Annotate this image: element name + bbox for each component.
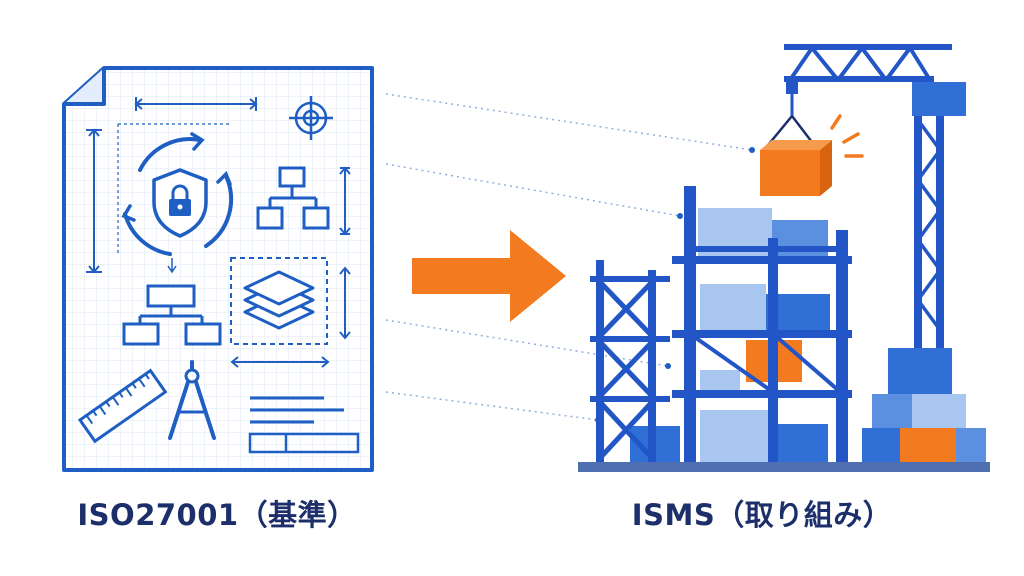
arrow-right-icon — [412, 230, 566, 322]
ruler-icon — [77, 368, 168, 444]
crane-icon — [763, 44, 966, 348]
target-crosshair-icon — [289, 96, 333, 140]
connector-lines — [385, 93, 753, 421]
box-icon — [760, 140, 832, 196]
iso27001-caption: ISO27001（基準） — [77, 498, 357, 532]
compass-icon — [168, 360, 216, 440]
dimension-lines — [86, 97, 351, 368]
org-chart-icon — [256, 166, 330, 230]
shield-lock-icon — [152, 168, 208, 238]
layers-icon — [230, 257, 328, 345]
isms-caption: ISMS（取り組み） — [631, 498, 893, 532]
scaffold-building-icon — [578, 186, 990, 472]
title-block — [248, 396, 360, 454]
org-chart-bottom-icon — [122, 258, 222, 346]
cycle-arrows-icon — [121, 132, 234, 256]
motion-marks — [830, 114, 864, 158]
